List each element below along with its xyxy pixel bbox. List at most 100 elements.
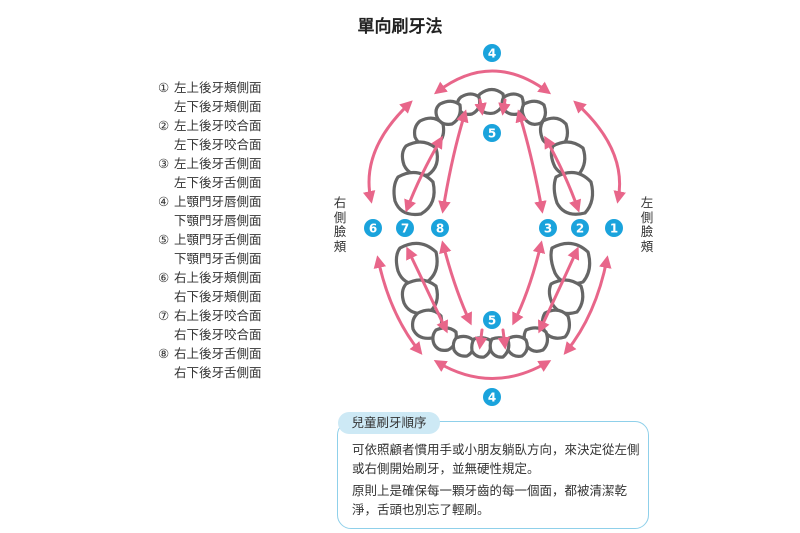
page-title: 單向刷牙法 [357, 17, 443, 37]
badge-5-bottom: 5 [483, 311, 501, 329]
legend-item: ⑧ 右上後牙舌側面 [158, 344, 308, 363]
badge-number: 6 [369, 222, 377, 236]
badge-8: 8 [431, 219, 449, 237]
upper-left-occlusal-arrow [544, 135, 582, 213]
badge-number: 4 [488, 47, 496, 61]
label-char: 左 [640, 195, 654, 210]
legend-item: 左下後牙頰側面 [158, 97, 308, 116]
legend-number: ② [158, 118, 170, 133]
badge-7: 7 [396, 219, 414, 237]
legend-text: 左下後牙頰側面 [174, 99, 262, 114]
legend-item: 右下後牙咬合面 [158, 325, 308, 344]
label-char: 頰 [640, 238, 654, 254]
legend-text: 右下後牙咬合面 [174, 327, 262, 342]
lower-right-outer-arrow [373, 255, 423, 355]
legend-text: 下顎門牙唇側面 [174, 213, 262, 228]
legend-number: ⑦ [158, 308, 170, 323]
legend-item: ④ 上顎門牙唇側面 [158, 192, 308, 211]
label-char: 頰 [333, 238, 347, 254]
legend-item: 下顎門牙舌側面 [158, 249, 308, 268]
legend-item: 下顎門牙唇側面 [158, 211, 308, 230]
legend-item: ③ 左上後牙舌側面 [158, 154, 308, 173]
legend-number: ③ [158, 156, 170, 171]
upper-left-inner-arrow [515, 109, 547, 214]
badge-number: 7 [401, 222, 409, 236]
brushing-arrows [362, 69, 626, 380]
badge-5-top: 5 [483, 124, 501, 142]
label-char: 右 [333, 195, 347, 210]
label-char: 臉 [640, 224, 654, 239]
badge-number: 2 [576, 222, 584, 236]
tooth-outline [400, 140, 439, 178]
lower-front-outer-arrow [433, 360, 552, 380]
legend-text: 上顎門牙唇側面 [174, 194, 262, 209]
badge-1: 1 [605, 219, 623, 237]
upper-right-outer-arrow [362, 100, 413, 204]
legend-text: 右上後牙舌側面 [174, 346, 262, 361]
legend-item: ⑤ 上顎門牙舌側面 [158, 230, 308, 249]
badge-number: 3 [544, 222, 552, 236]
lower-right-inner-arrow [439, 240, 472, 326]
note-heading: 兒童刷牙順序 [338, 412, 440, 434]
upper-right-inner-arrow [438, 109, 469, 214]
legend-item: 右下後牙舌側面 [158, 363, 308, 382]
badge-2: 2 [571, 219, 589, 237]
label-char: 側 [333, 209, 347, 225]
upper-front-outer-arrow [433, 69, 552, 95]
badge-number: 1 [610, 222, 618, 236]
legend-text: 左下後牙舌側面 [174, 175, 262, 190]
legend-item: ① 左上後牙頰側面 [158, 78, 308, 97]
legend-number: ⑧ [158, 346, 170, 361]
label-char: 側 [640, 209, 654, 225]
legend-text: 上顎門牙舌側面 [174, 232, 262, 247]
legend-item: 左下後牙舌側面 [158, 173, 308, 192]
legend-text: 下顎門牙舌側面 [174, 251, 262, 266]
badge-4-top: 4 [483, 44, 501, 62]
legend-text: 左上後牙舌側面 [174, 156, 262, 171]
note-paragraph-1: 可依照顧者慣用手或小朋友躺臥方向，來決定從左側或右側開始刷牙，並無硬性規定。 [352, 442, 640, 476]
tooth-outline [451, 334, 476, 358]
upper-left-outer-arrow [573, 100, 626, 204]
legend-text: 右上後牙咬合面 [174, 308, 262, 323]
upper-front-inner-arrow-left [474, 98, 487, 116]
legend-text: 右下後牙頰側面 [174, 289, 262, 304]
tooth-outline [400, 278, 439, 316]
upper-right-occlusal-arrow [404, 135, 443, 213]
legend-text: 右上後牙頰側面 [174, 270, 262, 285]
badge-3: 3 [539, 219, 557, 237]
badge-number: 4 [488, 391, 496, 405]
note-box [337, 421, 649, 529]
legend-item: ⑥ 右上後牙頰側面 [158, 268, 308, 287]
lower-front-inner-arrow-left [474, 328, 488, 350]
legend-item: 右下後牙頰側面 [158, 287, 308, 306]
right-cheek-label: 右 側 臉 頰 [333, 195, 347, 254]
lower-front-inner-arrow-right [497, 328, 511, 350]
left-cheek-label: 左 側 臉 頰 [640, 195, 654, 254]
badge-6: 6 [364, 219, 382, 237]
badge-number: 8 [436, 222, 444, 236]
badge-4-bottom: 4 [483, 388, 501, 406]
lower-teeth [394, 241, 592, 359]
legend-item: 左下後牙咬合面 [158, 135, 308, 154]
upper-front-inner-arrow-right [498, 98, 511, 116]
legend-item: ⑦ 右上後牙咬合面 [158, 306, 308, 325]
legend-text: 左下後牙咬合面 [174, 137, 262, 152]
legend-number: ④ [158, 194, 170, 209]
lower-left-inner-arrow [512, 240, 546, 326]
tooth-outline [394, 241, 439, 287]
upper-teeth [392, 87, 595, 217]
lower-left-outer-arrow [563, 255, 612, 355]
legend-text: 右下後牙舌側面 [174, 365, 262, 380]
tooth-outline [488, 336, 511, 359]
legend-number: ⑤ [158, 232, 170, 247]
legend-text: 左上後牙頰側面 [174, 80, 262, 95]
badge-number: 5 [488, 314, 496, 328]
note-paragraph-2: 原則上是確保每一顆牙齒的每一個面，都被清潔乾淨，舌頭也別忘了輕刷。 [352, 483, 628, 517]
legend-number: ① [158, 80, 170, 95]
legend-number: ⑥ [158, 270, 170, 285]
label-char: 臉 [333, 224, 347, 239]
tooth-outline [431, 326, 458, 352]
